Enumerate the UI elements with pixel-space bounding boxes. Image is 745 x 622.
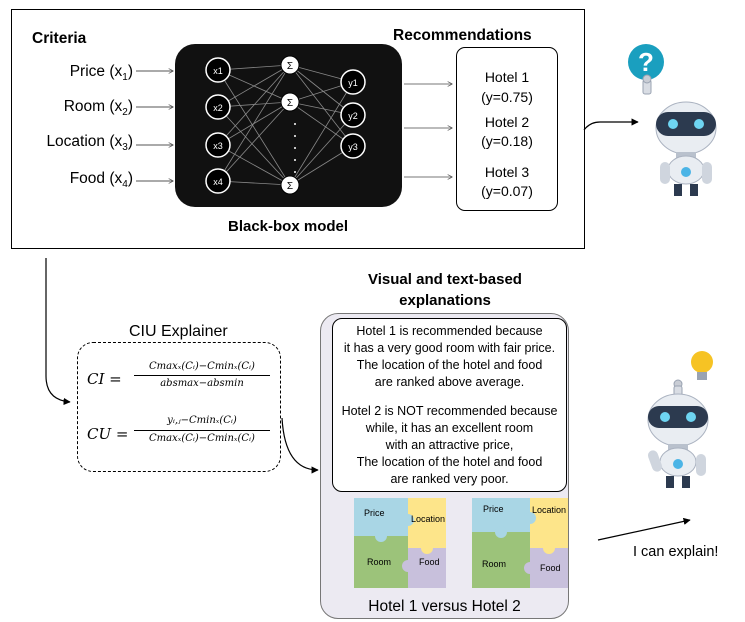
ci-denominator: absmax−absmin [160,378,244,389]
sum-symbol: Σ [287,61,293,72]
recommendations-title: Recommendations [393,27,532,44]
puzzle-hotel2 [472,498,568,588]
puzzle2-price-label: Price [483,504,504,514]
puzzle2-food-label: Food [540,563,561,573]
hotel1-explanation-line: The location of the hotel and food [356,358,543,372]
node-y2 [340,102,366,128]
criterion-location: Location (x3) [46,133,133,154]
arrow-to-explanations [281,417,319,474]
ci-fraction-bar [134,375,270,376]
light-bulb-icon [691,351,713,373]
black-box-label: Black-box model [228,218,349,235]
node-x4-label: x4 [213,177,223,187]
question-robot: ? [628,44,717,196]
explanations-title-line1: Visual and text-based [368,271,522,288]
arrow-to-explaining-robot [597,517,691,541]
hidden-nodes: Σ Σ Σ [280,55,300,195]
cu-lhs: CU = [87,425,129,443]
criterion-food: Food (x4) [69,170,133,191]
hotel2-name: Hotel 2 [484,114,530,130]
node-x1-label: x1 [213,66,223,76]
puzzle-hotel1 [354,498,446,588]
hotel1-explanation-line: Hotel 1 is recommended because [356,324,543,338]
node-x1 [205,57,231,83]
hotel2-explanation-line: while, it has an excellent room [365,421,534,435]
puzzle1-price-label: Price [364,508,385,518]
explanations-title-line2: explanations [399,292,491,309]
node-x4 [205,168,231,194]
hotel2-explanation-line: with an attractive price, [385,438,514,452]
hidden-node [280,92,300,112]
hotel1-explanation-line: are ranked above average. [374,375,525,389]
arrow-to-ciu [45,258,71,406]
puzzle1-location-label: Location [411,514,446,524]
svg-text:?: ? [638,47,654,77]
robot-caption: I can explain! [633,544,719,560]
input-nodes: x1 x2 x3 x4 [205,57,231,194]
ci-lhs: CI = [87,370,122,388]
cu-numerator: yᵢ,ⱼ−Cminₓ(Cᵢ) [167,415,237,426]
comparison-caption: Hotel 1 versus Hotel 2 [368,598,521,615]
node-y1-label: y1 [348,78,358,88]
criterion-room: Room (x2) [63,98,133,119]
criteria-title: Criteria [32,30,87,47]
puzzle2-room-label: Room [482,559,507,569]
hotel2-explanation-line: are ranked very poor. [390,472,509,486]
sum-symbol: Σ [287,181,293,192]
output-arrows [404,84,452,177]
criterion-price: Price (x1) [69,63,133,84]
output-nodes: y1 y2 y3 [340,69,366,159]
node-y3-label: y3 [348,142,358,152]
explaining-robot [647,351,713,488]
hidden-node [280,55,300,75]
ciu-title: CIU Explainer [129,323,228,340]
hotel3-score: (y=0.07) [481,183,533,199]
hotel1-explanation-line: it has a very good room with fair price. [343,341,556,355]
hotel2-score: (y=0.18) [481,133,533,149]
node-x3 [205,132,231,158]
node-x2-label: x2 [213,103,223,113]
node-y1 [340,69,366,95]
node-y3 [340,133,366,159]
hotel1-score: (y=0.75) [481,89,533,105]
puzzle1-food-label: Food [419,557,440,567]
input-arrows [136,71,173,181]
sum-symbol: Σ [287,98,293,109]
hidden-node [280,175,300,195]
cu-fraction-bar [134,430,270,431]
question-bubble-icon [628,44,664,80]
node-x2 [205,94,231,120]
ciu-formula-box [77,342,281,472]
puzzle1-room-label: Room [367,557,392,567]
ci-numerator: Cmaxₓ(Cᵢ)−Cminₓ(Cᵢ) [149,361,255,372]
node-x3-label: x3 [213,141,223,151]
hotel1-name: Hotel 1 [484,69,530,85]
node-y2-label: y2 [348,111,358,121]
puzzle2-location-label: Location [532,505,567,515]
cu-denominator: Cmaxₓ(Cᵢ)−Cminₓ(Cᵢ) [149,433,255,444]
recommendations-box [456,47,558,211]
text-explanation-box [332,318,567,492]
network-connections [217,64,354,186]
hotel2-explanation-line: Hotel 2 is NOT recommended because [341,404,558,418]
arrow-to-question-robot [583,118,639,131]
hotel2-explanation-line: The location of the hotel and food [356,455,543,469]
hotel3-name: Hotel 3 [484,164,530,180]
